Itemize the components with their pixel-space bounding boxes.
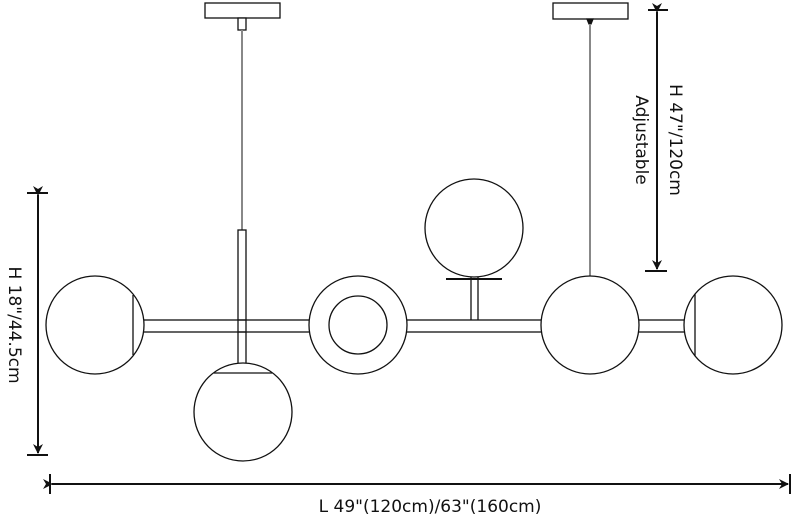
right-canopy-nozzle: [586, 18, 594, 25]
height-dimension-line: [27, 186, 48, 456]
left-canopy-stem: [237, 17, 247, 31]
left-globe: [45, 275, 145, 375]
center-ring-inner: [328, 295, 388, 355]
top-globe-stem: [470, 275, 479, 322]
height-total-label: H 47"/120cm: [665, 84, 685, 196]
far-right-globe: [683, 275, 783, 375]
top-globe: [424, 178, 524, 278]
height-adjustable-label: Adjustable: [631, 95, 651, 185]
length-label: L 49"(120cm)/63"(160cm): [319, 497, 542, 517]
length-dimension-line: [43, 474, 791, 494]
rod-over-bar: [237, 319, 247, 333]
total-height-dimension-line: [645, 3, 668, 272]
bottom-globe: [193, 362, 293, 462]
height-body-label: H 18"/44.5cm: [4, 266, 24, 383]
vertical-rod: [237, 229, 247, 365]
right-canopy: [552, 2, 629, 20]
right-center-globe: [540, 275, 640, 375]
left-canopy: [204, 2, 281, 19]
